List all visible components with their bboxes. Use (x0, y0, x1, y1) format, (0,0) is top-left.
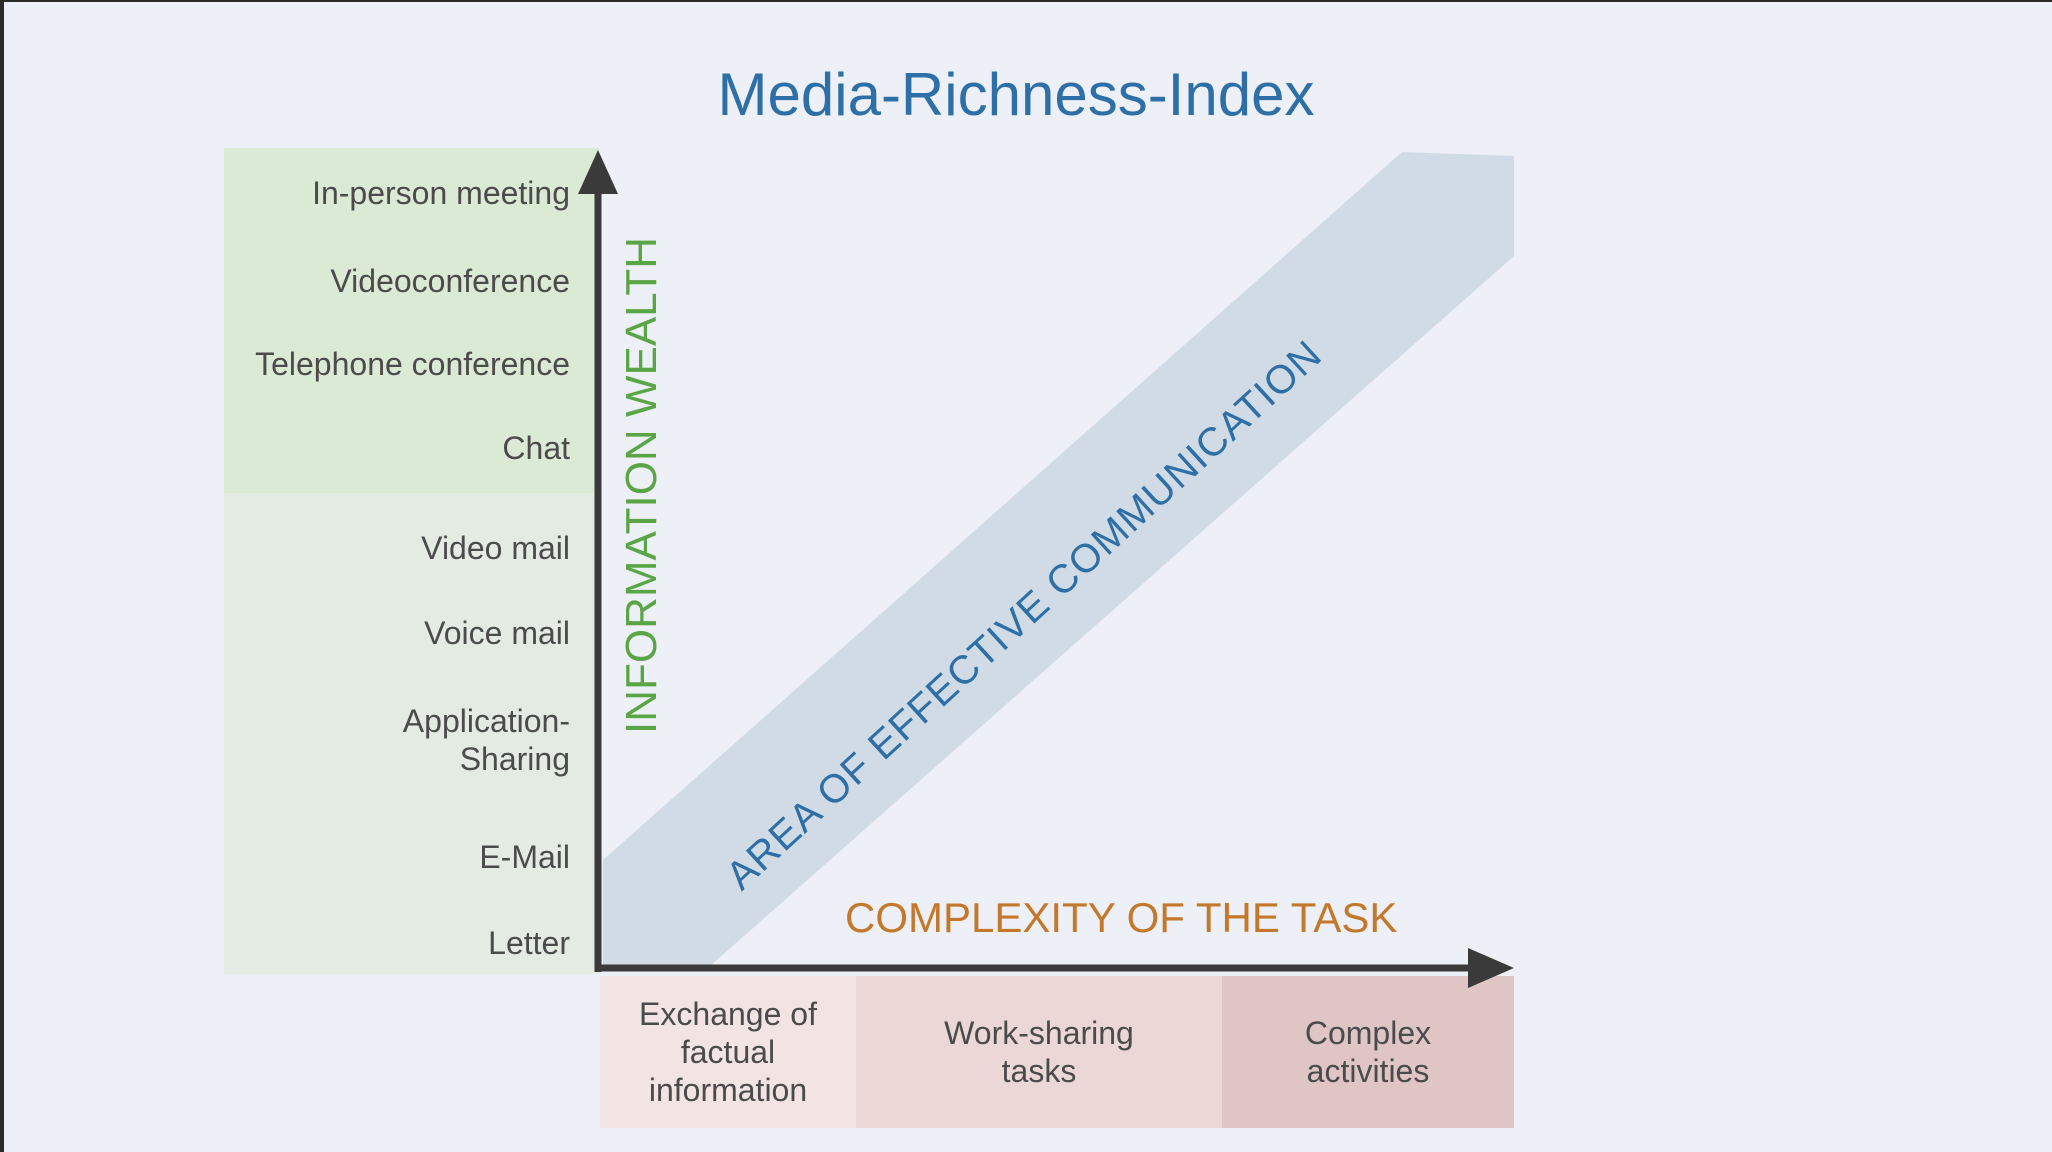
media-label-chat: Chat (502, 430, 570, 466)
media-label-telephone-conference: Telephone conference (255, 346, 570, 382)
task-label-work-sharing: Work-sharing tasks (944, 1015, 1134, 1089)
rich-media-zone (224, 148, 599, 493)
media-label-video-mail: Video mail (421, 530, 570, 566)
task-label-factual-exchange: Exchange of factual information (639, 996, 817, 1108)
effective-communication-band (603, 152, 1514, 966)
media-label-letter: Letter (488, 925, 570, 961)
media-label-in-person-meeting: In-person meeting (312, 175, 570, 211)
task-box-work-sharing: Work-sharing tasks (856, 976, 1222, 1128)
task-box-factual-exchange: Exchange of factual information (600, 976, 856, 1128)
y-axis-arrowhead (578, 150, 618, 194)
y-axis-title: INFORMATION WEALTH (617, 236, 666, 734)
lean-media-zone (224, 493, 599, 974)
task-label-complex-activities: Complex activities (1304, 1015, 1432, 1089)
media-label-email: E-Mail (479, 839, 570, 875)
media-label-voice-mail: Voice mail (424, 615, 570, 651)
frame-border-left (0, 0, 4, 1152)
diagram-title: Media-Richness-Index (717, 61, 1315, 128)
media-label-videoconference: Videoconference (330, 263, 570, 299)
x-axis-title: COMPLEXITY OF THE TASK (845, 894, 1398, 941)
x-axis-arrowhead (1468, 948, 1514, 988)
task-box-complex-activities: Complex activities (1222, 976, 1514, 1128)
media-label-application-sharing: Application- Sharing (402, 703, 570, 777)
frame-border-top (0, 0, 2052, 2)
